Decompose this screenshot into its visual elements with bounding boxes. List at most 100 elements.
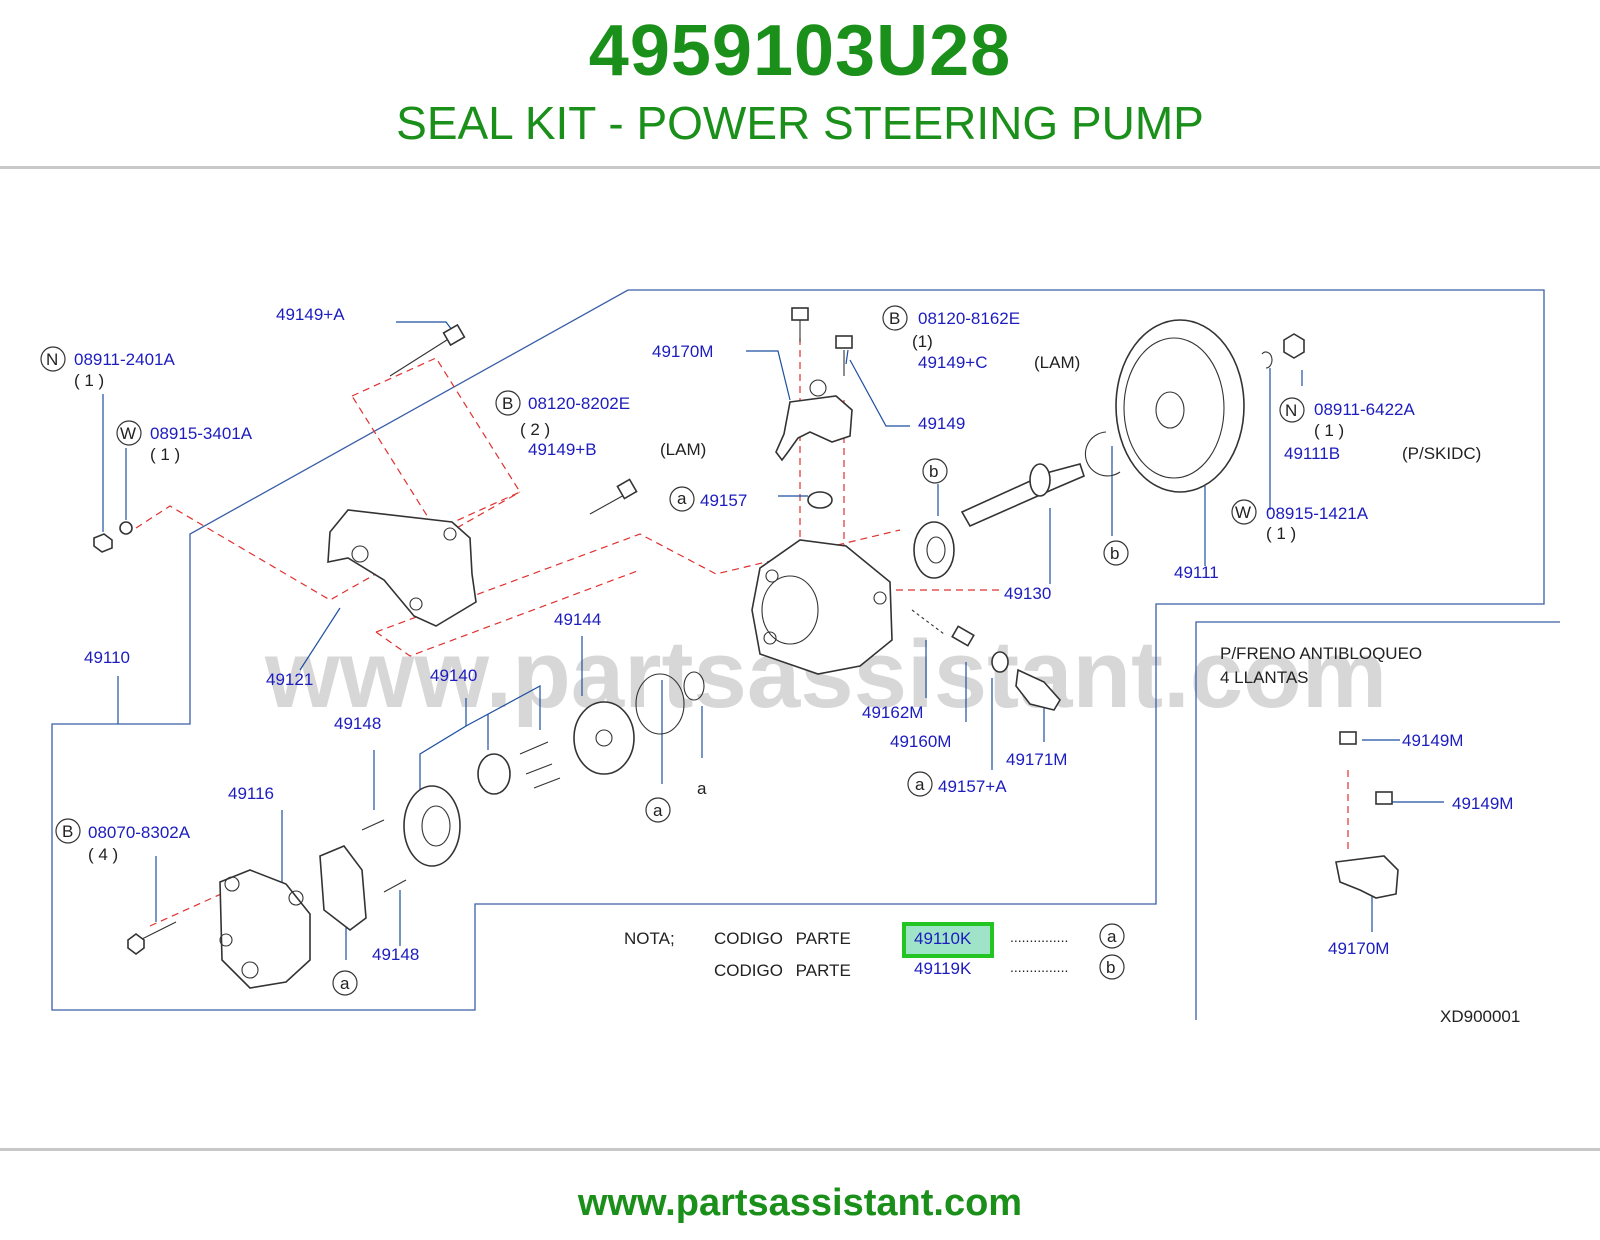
part-number: 4959103U28: [588, 11, 1012, 91]
callout-08120-8162E[interactable]: 08120-8162E: [918, 309, 1020, 328]
callout-49116[interactable]: 49116: [228, 784, 274, 803]
callout-49148-upper[interactable]: 49148: [334, 714, 381, 733]
callout-49149B[interactable]: 49149+B: [528, 440, 597, 459]
abs-connector-49170M: [1335, 731, 1399, 899]
snap-ring: [1084, 431, 1121, 477]
callout-49149[interactable]: 49149: [918, 414, 965, 433]
nut-washer-right: [1261, 333, 1305, 369]
abs-note-line1: P/FRENO ANTIBLOQUEO: [1220, 644, 1422, 663]
abs-inset-frame: [1195, 621, 1560, 1020]
callout-49148-lower[interactable]: 49148: [372, 945, 419, 964]
code-49110K[interactable]: 49110K: [914, 929, 972, 948]
callout-49140[interactable]: 49140: [430, 666, 477, 685]
callout-49157A[interactable]: 49157+A: [938, 777, 1007, 796]
pump-body: [751, 539, 893, 675]
lam-note-2: (LAM): [1034, 353, 1080, 372]
part-title: SEAL KIT - POWER STEERING PUMP: [396, 97, 1204, 149]
rotor-vanes-49140: [403, 741, 561, 867]
callout-49157[interactable]: 49157: [700, 491, 747, 510]
marker-a-2: a: [653, 801, 663, 820]
highlight-box: [902, 922, 994, 958]
assembly-frame: [51, 289, 1545, 1011]
cam-ring-49144: [573, 671, 705, 775]
callout-49110[interactable]: 49110: [84, 648, 130, 667]
page-header: 4959103U28 SEAL KIT - POWER STEERING PUM…: [0, 0, 1600, 168]
callout-49130[interactable]: 49130: [1004, 584, 1051, 603]
qty-1d: ( 1 ): [1314, 421, 1344, 440]
marker-b-nota: b: [1106, 958, 1115, 977]
nota-legend: NOTA; CODIGO PARTE CODIGO PARTE 49110K 4…: [624, 922, 1068, 980]
callout-08915-3401A[interactable]: 08915-3401A: [150, 424, 253, 443]
bolts-top: [791, 307, 853, 376]
codigo-parte-1: CODIGO PARTE: [714, 929, 851, 948]
bolt-49149B: [589, 478, 638, 515]
bracket-49121: [327, 509, 477, 627]
marker-a-nota: a: [1107, 927, 1117, 946]
qty-1e: ( 1 ): [1266, 524, 1296, 543]
marker-W-left: W: [120, 424, 136, 443]
header-divider: [0, 166, 1600, 169]
gasket: [319, 845, 367, 932]
shaft-49130: [960, 463, 1085, 528]
abs-note-line2: 4 LLANTAS: [1220, 668, 1309, 687]
qty-1b: ( 1 ): [150, 445, 180, 464]
pins-49148: [361, 819, 407, 893]
marker-N-right: N: [1285, 401, 1297, 420]
callout-49162M[interactable]: 49162M: [862, 703, 923, 722]
bolt-08070: [127, 921, 177, 955]
qty-1c: (1): [912, 332, 933, 351]
callout-49170M-abs[interactable]: 49170M: [1328, 939, 1389, 958]
diagram-code: XD900001: [1440, 1007, 1520, 1026]
marker-a-4: a: [915, 775, 925, 794]
marker-a-plain: a: [697, 779, 707, 798]
marker-B-2: B: [889, 309, 900, 328]
callout-49121[interactable]: 49121: [266, 670, 313, 689]
marker-N-left: N: [46, 350, 58, 369]
footer-url[interactable]: www.partsassistant.com: [577, 1182, 1023, 1224]
code-49119K[interactable]: 49119K: [914, 959, 972, 978]
callout-08911-2401A[interactable]: 08911-2401A: [74, 350, 175, 369]
callout-49149C[interactable]: 49149+C: [918, 353, 987, 372]
oring-49157: [807, 491, 833, 509]
leader-lines: [102, 321, 1444, 960]
circle-markers: N W B B a N W b b B a a a a a b: [40, 305, 1305, 996]
qty-2: ( 2 ): [520, 420, 550, 439]
valve-parts: [911, 609, 1061, 711]
marker-W-right: W: [1235, 503, 1251, 522]
codigo-parte-2: CODIGO PARTE: [714, 961, 851, 980]
parts-diagram: www.partsassistant.com: [0, 170, 1600, 1170]
dots-b: ...............: [1010, 959, 1068, 975]
qty-4: ( 4 ): [88, 845, 118, 864]
callout-08915-1421A[interactable]: 08915-1421A: [1266, 504, 1369, 523]
marker-a-3: a: [340, 974, 350, 993]
callout-49111B[interactable]: 49111B: [1284, 444, 1340, 463]
callout-49111[interactable]: 49111: [1174, 563, 1219, 582]
pskidc-note: (P/SKIDC): [1402, 444, 1481, 463]
callout-08120-8202E[interactable]: 08120-8202E: [528, 394, 630, 413]
lam-note-1: (LAM): [660, 440, 706, 459]
callout-08911-6422A[interactable]: 08911-6422A: [1314, 400, 1415, 419]
bolt-49149A: [389, 323, 466, 377]
callout-49170M[interactable]: 49170M: [652, 342, 713, 361]
callout-49171M[interactable]: 49171M: [1006, 750, 1067, 769]
callout-labels: 49149+A 08911-2401A ( 1 ) 08915-3401A ( …: [74, 305, 1513, 964]
callout-49149M-1[interactable]: 49149M: [1402, 731, 1463, 750]
connector-49170M: [775, 379, 853, 462]
dots-a: ...............: [1010, 929, 1068, 945]
marker-b-2: b: [1110, 544, 1119, 563]
callout-08070-8302A[interactable]: 08070-8302A: [88, 823, 191, 842]
nota-label: NOTA;: [624, 929, 675, 948]
marker-b-1: b: [929, 462, 938, 481]
marker-B-3: B: [62, 822, 73, 841]
callout-49149M-2[interactable]: 49149M: [1452, 794, 1513, 813]
callout-49149A[interactable]: 49149+A: [276, 305, 345, 324]
nut-washer-left: [93, 521, 133, 553]
callout-49160M[interactable]: 49160M: [890, 732, 951, 751]
seal-ring: [913, 521, 955, 579]
marker-B-1: B: [502, 394, 513, 413]
callout-49144[interactable]: 49144: [554, 610, 601, 629]
cover-49116: [219, 869, 311, 989]
pulley-49111: [1115, 319, 1245, 493]
marker-a-1: a: [677, 489, 687, 508]
diagram-svg: www.partsassistant.com: [40, 289, 1560, 1026]
